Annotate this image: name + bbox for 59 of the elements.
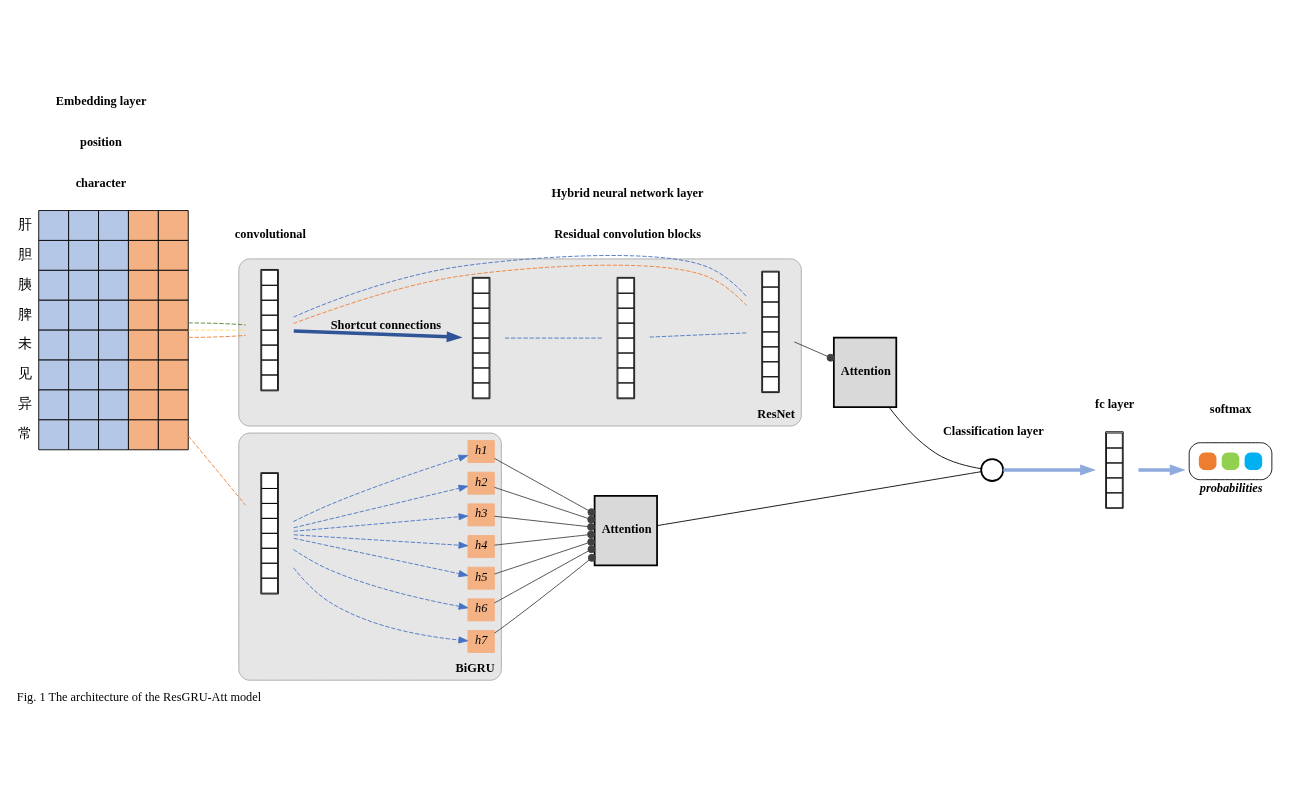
caption: Fig. 1 The architecture of the ResGRU-Att model [16,689,262,704]
label: position [80,134,122,149]
node-circle [980,457,1005,482]
connector [494,530,596,546]
connector [187,329,246,331]
connector [187,334,246,338]
arrow [293,328,463,342]
node-label: 胆 [18,245,33,262]
connector [187,321,246,325]
arrow [293,566,469,643]
connector [649,331,748,337]
node-label: 肝 [18,215,33,232]
arrow [1003,463,1096,476]
node-box: h5 [467,566,495,590]
node-box: h2 [467,471,495,495]
node-box: h4 [467,534,495,558]
connector [494,553,596,634]
connector [187,434,246,506]
arrow [293,512,469,532]
connector [656,470,982,526]
node-label: 常 [18,424,33,441]
node-box: h1 [467,439,495,463]
label: character [75,175,127,190]
connector [293,264,747,324]
connector [793,340,835,362]
connector [494,457,596,516]
label: softmax [1209,401,1252,416]
arrow [292,548,469,610]
node-box: h6 [467,597,495,621]
node-label: 未 [18,334,33,351]
connector [494,544,596,603]
label: Residual convolution blocks [554,226,702,241]
node-box: Attention [832,336,898,408]
node-box: h3 [467,502,495,526]
node-label: 见 [18,364,33,381]
connector [888,406,982,469]
edge-label: Shortcut connections [330,317,442,332]
node-label: 异 [18,394,33,411]
label: fc layer [1095,396,1135,411]
node-label: 胰 [18,275,33,292]
arrow [1138,463,1186,476]
connector [293,254,747,318]
connector [494,537,596,574]
label: Hybrid neural network layer [551,185,704,200]
arrow [292,454,469,522]
node-box: Attention [593,494,658,566]
connector [504,337,603,338]
arrow [293,484,469,528]
node-label: probabilities [1199,480,1263,495]
label: Classification layer [942,423,1044,438]
node-label: 脾 [18,305,33,322]
label: convolutional [234,226,306,241]
arrow [293,537,469,577]
arrow [293,533,469,549]
connector [494,486,596,523]
label: Embedding layer [55,93,147,108]
node-box [1188,441,1273,480]
connector [494,515,596,531]
node-box: h7 [467,629,495,653]
